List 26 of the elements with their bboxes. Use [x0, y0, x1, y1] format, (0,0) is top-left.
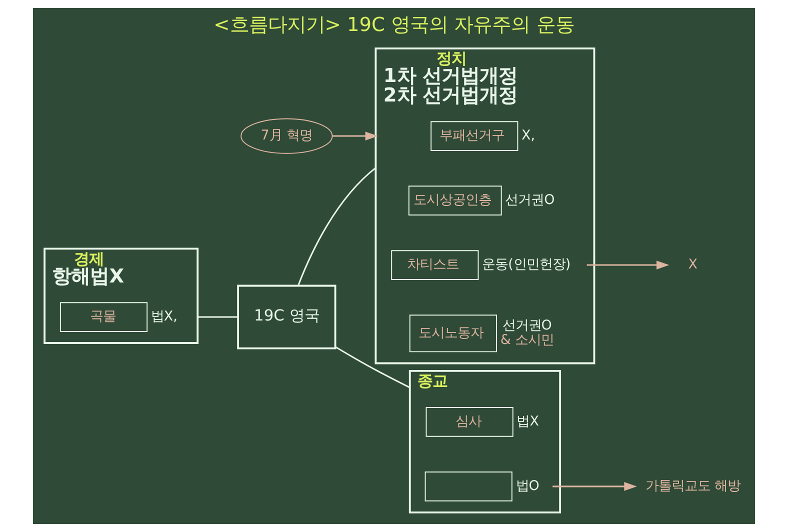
node-label: 운동(인민헌장)	[482, 256, 571, 273]
node-label: 법O	[516, 478, 540, 494]
node-box: 도시노동자	[409, 314, 497, 352]
diagram-title: <흐름다지기> 19C 영국의 자유주의 운동	[214, 13, 574, 36]
node-label: 법X	[516, 414, 539, 430]
node-label: 선거권O	[505, 192, 555, 208]
node-label: X,	[522, 128, 536, 144]
node-box	[424, 472, 512, 502]
arrow	[552, 482, 637, 491]
node-ellipse: 7月 혁명	[240, 118, 333, 154]
node-box: 차티스트	[391, 250, 479, 280]
node-label: 법X,	[150, 308, 178, 325]
node-text: 가톨릭교도 해방	[645, 478, 741, 494]
node-box: 곡물	[60, 302, 148, 332]
arrow	[332, 132, 378, 140]
node-box: 도시상공인층	[408, 186, 502, 216]
connector	[198, 316, 238, 318]
connector	[297, 167, 376, 286]
arrow	[586, 260, 670, 270]
node-box: 심사	[426, 407, 514, 437]
node-label: 선거권O	[502, 318, 552, 334]
node-label: & 소시민	[500, 332, 554, 348]
connector	[335, 346, 410, 388]
node-text: X	[688, 256, 698, 273]
node-box: 부패선거구	[430, 121, 518, 151]
node-box: 19C 영국	[237, 284, 336, 350]
